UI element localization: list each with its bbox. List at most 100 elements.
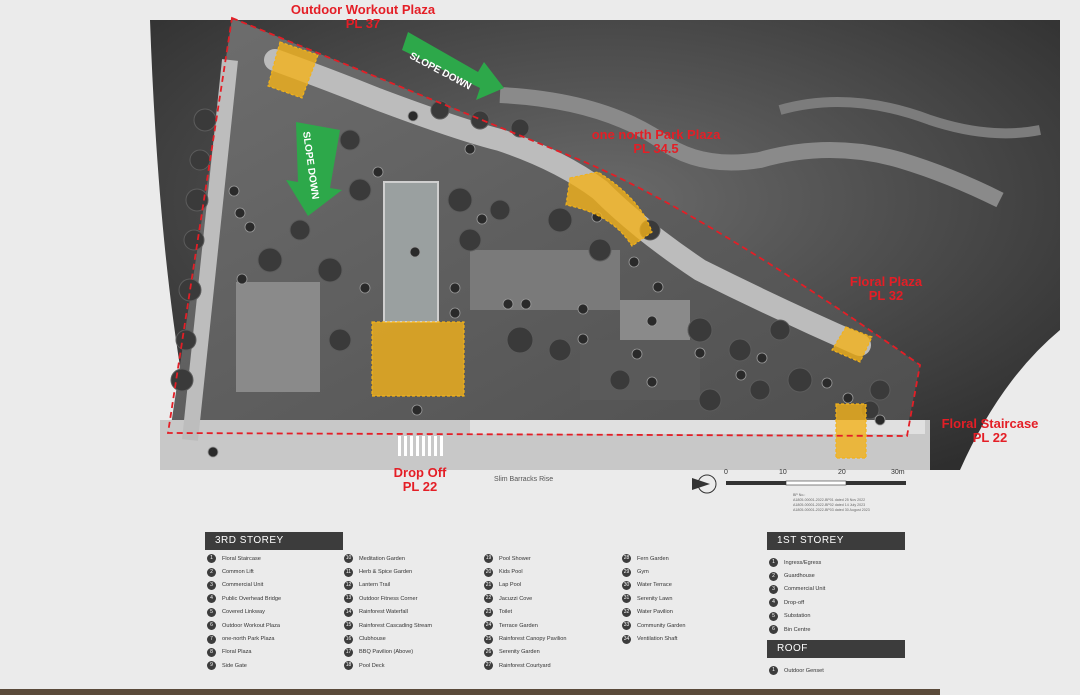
legend-number-badge: 3 bbox=[207, 580, 216, 590]
callout-level: PL 22 bbox=[402, 479, 438, 494]
legend-item: 9 Side Gate bbox=[207, 659, 281, 672]
callout-name: one north Park Plaza bbox=[591, 127, 721, 142]
legend-number-badge: 28 bbox=[622, 554, 631, 564]
legend-item: 17 BBQ Pavilion (Above) bbox=[344, 646, 432, 659]
legend-item-label: Toilet bbox=[499, 609, 513, 616]
callout-name: Floral Staircase bbox=[941, 416, 1039, 431]
zone-floral-staircase bbox=[835, 403, 867, 459]
legend-number-badge: 24 bbox=[484, 621, 493, 631]
callout-name: Drop Off bbox=[393, 465, 447, 480]
legend-number-badge: 2 bbox=[207, 567, 216, 577]
legend-item: 20 Kids Pool bbox=[484, 565, 566, 578]
legend-item-label: Side Gate bbox=[222, 662, 247, 669]
legend-number-badge: 29 bbox=[622, 567, 631, 577]
legend-number-badge: 26 bbox=[484, 647, 493, 657]
legend-section-title: 3RD STOREY bbox=[205, 532, 343, 550]
legend-number-badge: 20 bbox=[484, 567, 493, 577]
legend-number-badge: 2 bbox=[769, 571, 778, 581]
legend-number-badge: 9 bbox=[207, 661, 216, 671]
legend-item-label: one-north Park Plaza bbox=[222, 636, 275, 643]
zone-one-north-park-plaza bbox=[565, 171, 653, 247]
revision-line: A1805-00001-2022-BP01 dated 25 Nov 2022 bbox=[793, 498, 866, 502]
revision-notes: BP No.: A1805-00001-2022-BP01 dated 25 N… bbox=[793, 493, 870, 513]
legend-section-title: ROOF bbox=[767, 640, 905, 658]
legend-number-badge: 18 bbox=[344, 661, 353, 671]
legend-item-label: Common Lift bbox=[222, 569, 254, 576]
legend-item-label: Rainforest Waterfall bbox=[359, 609, 408, 616]
legend-item-label: BBQ Pavilion (Above) bbox=[359, 649, 414, 656]
legend-item: 2 Guardhouse bbox=[769, 569, 907, 582]
trees bbox=[170, 100, 891, 420]
highlight-zones bbox=[267, 41, 873, 459]
scale-tick-label: 0 bbox=[724, 469, 728, 476]
legend-item-label: Rainforest Cascading Stream bbox=[359, 622, 433, 629]
callout-level: PL 34.5 bbox=[633, 141, 679, 156]
legend-item-label: Covered Linkway bbox=[222, 609, 265, 616]
legend-item-label: Kids Pool bbox=[499, 569, 523, 576]
hill-path bbox=[778, 97, 1041, 139]
legend-item: 11 Herb & Spice Garden bbox=[344, 565, 432, 578]
callout-floral-staircase: Floral Staircase PL 22 bbox=[930, 417, 1050, 445]
legend-number-badge: 15 bbox=[344, 621, 353, 631]
legend-item-label: Pool Deck bbox=[359, 662, 385, 669]
legend-number-badge: 17 bbox=[344, 647, 353, 657]
legend-item: 15 Rainforest Cascading Stream bbox=[344, 619, 432, 632]
callout-drop-off: Drop Off PL 22 bbox=[370, 466, 470, 494]
legend-item-label: Guardhouse bbox=[784, 573, 815, 580]
callout-one-north-park-plaza: one north Park Plaza PL 34.5 bbox=[566, 128, 746, 156]
terrace-block bbox=[580, 340, 700, 400]
legend-item-label: Meditation Garden bbox=[359, 555, 406, 562]
site-plan-map bbox=[150, 16, 1060, 494]
legend-number-badge: 33 bbox=[622, 621, 631, 631]
legend-item-label: Herb & Spice Garden bbox=[359, 569, 413, 576]
revision-line: A1805-00001-2022-BP02 dated 14 July 2023 bbox=[793, 503, 866, 507]
site-boundary bbox=[166, 16, 921, 437]
legend-number-badge: 4 bbox=[769, 598, 778, 608]
callout-floral-plaza: Floral Plaza PL 32 bbox=[836, 275, 936, 303]
legend-item-label: Terrace Garden bbox=[499, 622, 538, 629]
legend-item-label: Community Garden bbox=[637, 622, 686, 629]
legend-number-badge: 1 bbox=[207, 554, 216, 564]
legend-item: 1 Ingress/Egress bbox=[769, 556, 907, 569]
legend-number-badge: 11 bbox=[344, 567, 353, 577]
zone-drop-off bbox=[371, 321, 465, 397]
legend-number-badge: 16 bbox=[344, 634, 353, 644]
legend-item-label: Ingress/Egress bbox=[784, 559, 822, 566]
map-number-markers bbox=[207, 110, 886, 458]
legend-number-badge: 5 bbox=[769, 611, 778, 621]
legend-number-badge: 31 bbox=[622, 594, 631, 604]
legend-number-badge: 30 bbox=[622, 580, 631, 590]
legend-number-badge: 21 bbox=[484, 580, 493, 590]
slope-down-arrow-2 bbox=[286, 122, 342, 216]
legend-number-badge: 4 bbox=[207, 594, 216, 604]
legend-number-badge: 34 bbox=[622, 634, 631, 644]
legend-item: 5 Substation bbox=[769, 610, 907, 623]
legend-item: 33 Community Garden bbox=[622, 619, 686, 632]
legend-item: 24 Terrace Garden bbox=[484, 619, 566, 632]
legend-number-badge: 1 bbox=[769, 558, 778, 568]
legend-item: 2 Common Lift bbox=[207, 565, 281, 578]
street-name: Slim Barracks Rise bbox=[494, 476, 554, 483]
legend-item-label: Substation bbox=[784, 613, 811, 620]
legend-item-label: Bin Centre bbox=[784, 626, 811, 633]
legend-item-label: Lap Pool bbox=[499, 582, 522, 589]
legend-number-badge: 27 bbox=[484, 661, 493, 671]
